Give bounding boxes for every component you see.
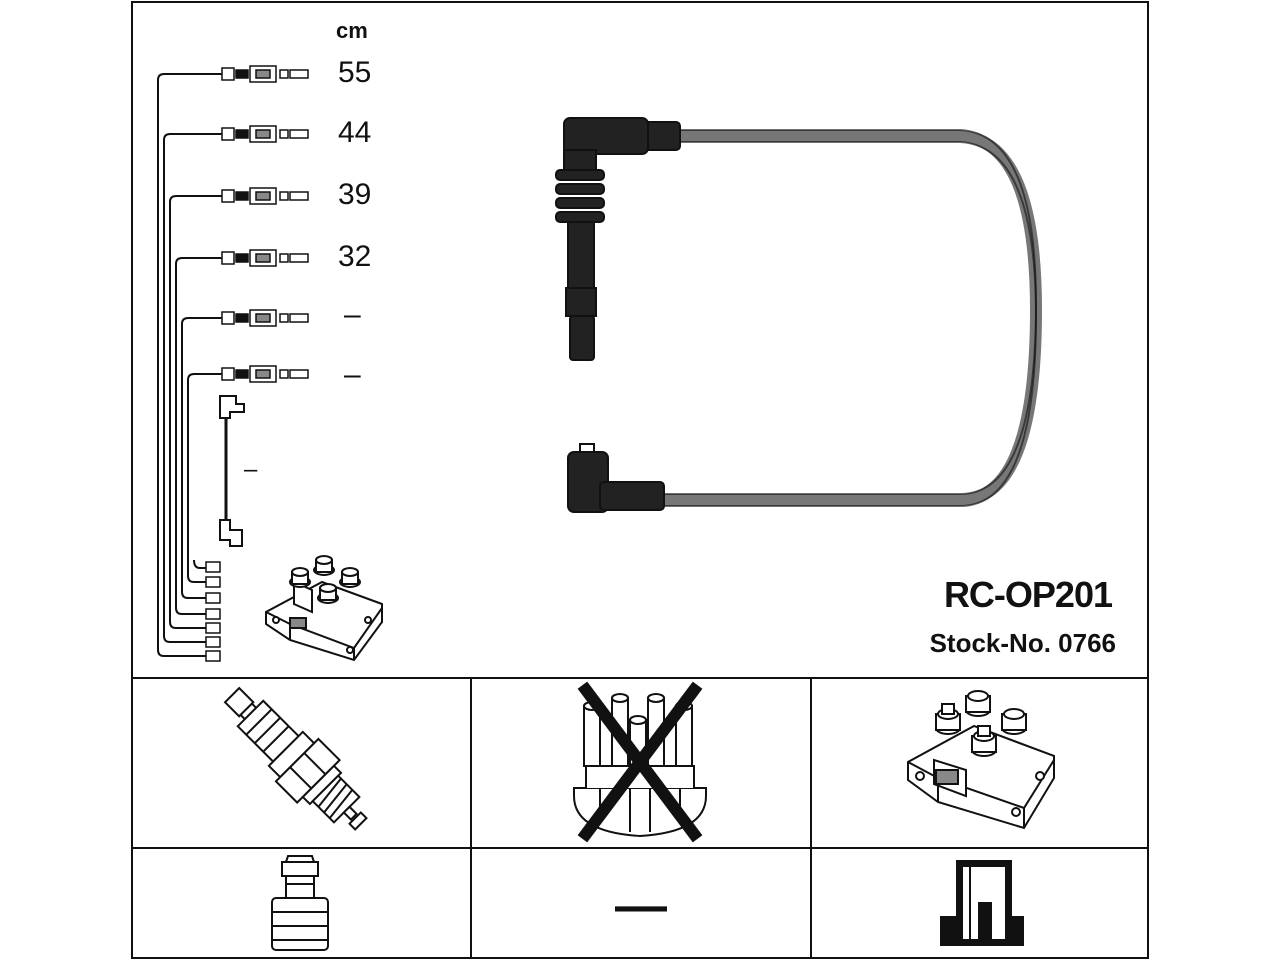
coil-lead-length: –: [244, 456, 258, 483]
lead-length-5: –: [344, 298, 361, 331]
ignition-lead-large: [555, 117, 1043, 513]
lead-set-diagram: [157, 73, 222, 662]
lead-length-3: 39: [338, 178, 372, 211]
coil-terminal-icon: [940, 860, 1024, 946]
ignition-coil-icon: [907, 690, 1055, 830]
lead-connector-5: [221, 309, 309, 327]
lead-length-6: –: [344, 358, 361, 391]
unit-label: cm: [336, 18, 368, 43]
lead-connectors: [221, 65, 309, 383]
stock-number: Stock-No. 0766: [929, 628, 1116, 658]
lead-connector-6: [221, 365, 309, 383]
lead-connector-3: [221, 187, 309, 205]
lead-connector-1: [221, 65, 309, 83]
lead-connector-2: [221, 125, 309, 143]
product-model: RC-OP201: [943, 574, 1113, 615]
coil-pack-small-icon: [265, 555, 383, 662]
distributor-terminal-na: —: [615, 877, 667, 935]
frame: [131, 1, 1149, 959]
plug-terminal-icon: [271, 855, 329, 951]
coil-boot: [567, 443, 665, 513]
lead-length-1: 55: [338, 56, 372, 89]
lead-length-4: 32: [338, 240, 372, 273]
coil-terminals: [205, 561, 221, 662]
coil-lead: [219, 395, 245, 547]
lead-connector-4: [221, 249, 309, 267]
not-applicable-cross: [577, 681, 703, 843]
lead-length-2: 44: [338, 116, 372, 149]
plug-boot: [555, 117, 681, 361]
spark-plug-icon: [223, 686, 368, 831]
